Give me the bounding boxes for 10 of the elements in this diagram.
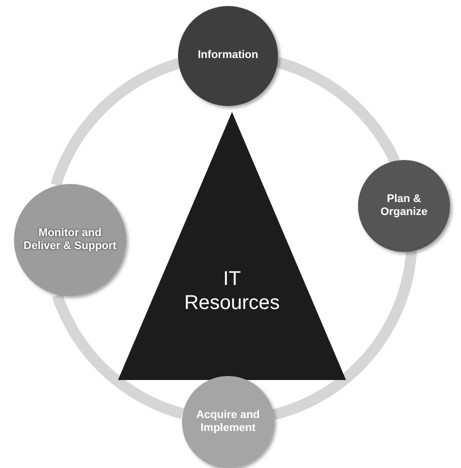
node-label: Plan & Organize xyxy=(379,192,429,220)
ring-connector xyxy=(50,58,180,187)
node-label: Acquire and Implement xyxy=(195,408,261,436)
triangle-shape xyxy=(118,112,346,380)
ring-connector xyxy=(276,57,400,164)
ring-connector xyxy=(272,250,418,420)
ring-connector xyxy=(52,293,184,419)
node-label: Information xyxy=(198,49,258,63)
node-label: IT Resources xyxy=(183,267,281,315)
node-label: Monitor and Deliver & Support xyxy=(22,226,118,254)
